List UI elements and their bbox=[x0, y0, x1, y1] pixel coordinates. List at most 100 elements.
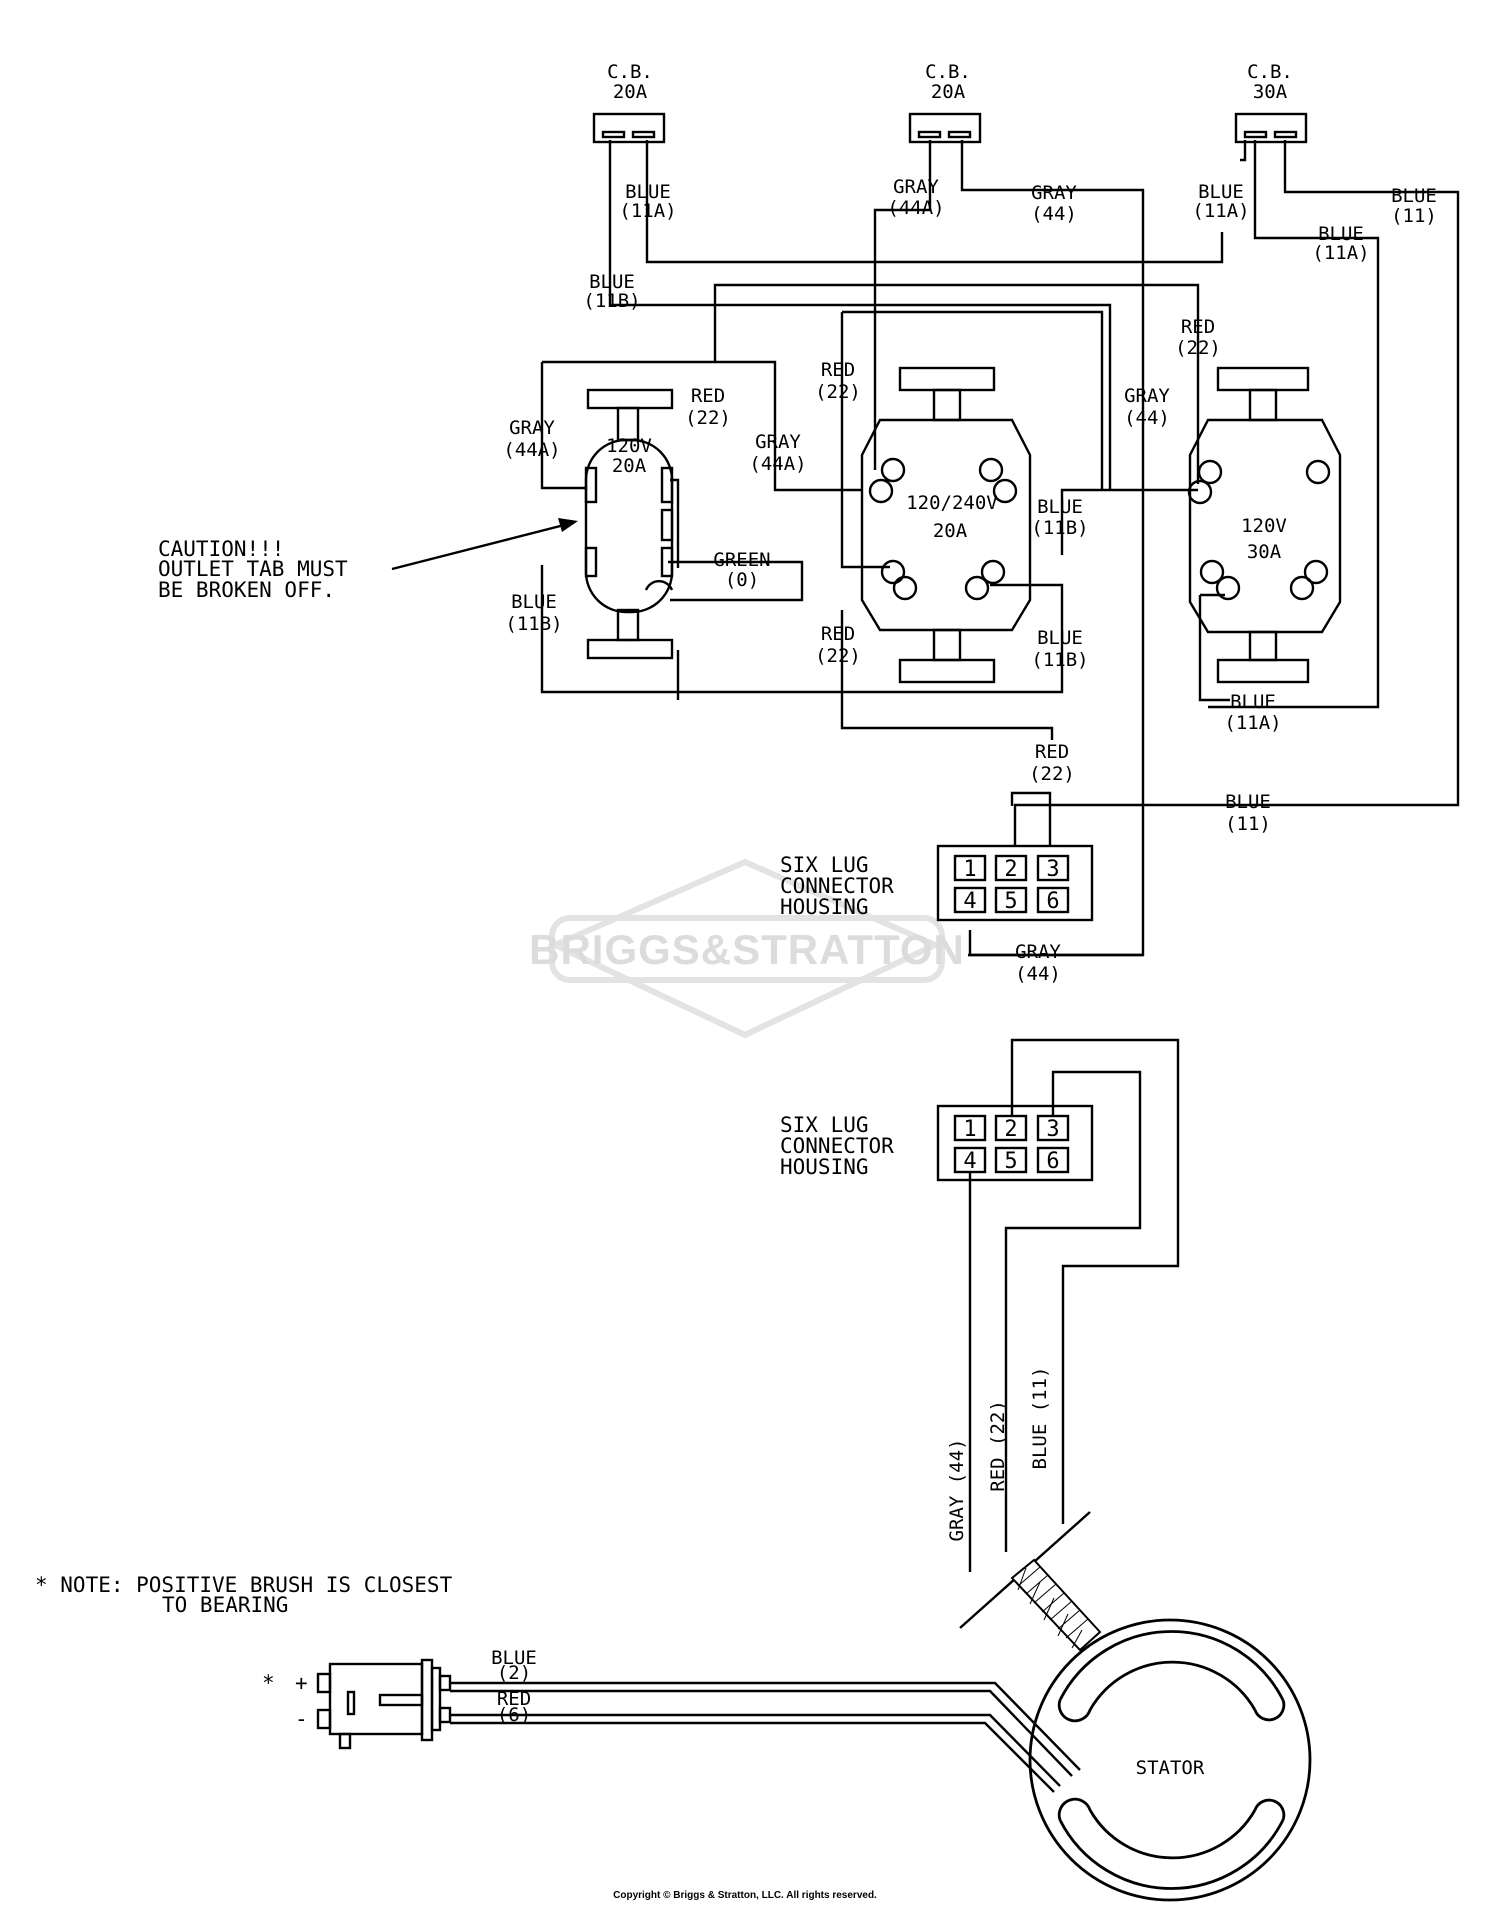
lug-number: 2 bbox=[1004, 857, 1017, 882]
outlet-left-voltage: 120V bbox=[606, 435, 652, 457]
watermark-text: BRIGGS&STRATTON bbox=[529, 926, 965, 973]
brush-minus-sign: - bbox=[295, 1707, 308, 1731]
wire-label-code: (22) bbox=[815, 381, 861, 403]
wire-label-code: (11) bbox=[1225, 813, 1271, 835]
lug-number: 4 bbox=[963, 1149, 976, 1174]
wire-label-code: (11A) bbox=[619, 200, 676, 222]
wire-label-code: (22) bbox=[815, 645, 861, 667]
wire-label-code: (44A) bbox=[887, 197, 944, 219]
wire-label-code: (44A) bbox=[749, 453, 806, 475]
breaker-3-rating: 30A bbox=[1253, 81, 1288, 103]
outlet-left-rating: 20A bbox=[612, 455, 647, 477]
wire-label-code: (44A) bbox=[503, 439, 560, 461]
stator-harness: GRAY (44) RED (22) BLUE (11) bbox=[946, 1038, 1180, 1652]
outlet-120v-20a: 120V 20A bbox=[584, 388, 674, 660]
stator-wire-label-blue: BLUE (11) bbox=[1029, 1367, 1051, 1470]
stator: STATOR bbox=[1028, 1618, 1312, 1902]
wire-label-code: (11B) bbox=[505, 613, 562, 635]
caution-line-3: BE BROKEN OFF. bbox=[158, 578, 335, 602]
arrow-head-icon bbox=[558, 518, 578, 532]
wire-label-color: RED bbox=[1181, 316, 1215, 338]
wire-label-code: (11) bbox=[1391, 205, 1437, 227]
wire-label-color: RED bbox=[1035, 741, 1069, 763]
wire-label-color: RED bbox=[821, 359, 855, 381]
outlet-right-voltage: 120V bbox=[1241, 515, 1287, 537]
wire-label-color: GRAY bbox=[1031, 182, 1077, 204]
lug-number: 1 bbox=[963, 1117, 976, 1142]
outlet-right-rating: 30A bbox=[1247, 541, 1282, 563]
wire-label-code: (22) bbox=[1175, 337, 1221, 359]
wire-label-code: (11B) bbox=[583, 290, 640, 312]
lug-number: 2 bbox=[1004, 1117, 1017, 1142]
wire-labels: BLUE (11A) BLUE (11B) GRAY (44A) GRAY (4… bbox=[503, 176, 1436, 985]
connector-label-line-2: CONNECTOR bbox=[780, 874, 894, 898]
outlet-120-240v-20a: 120/240V 20A bbox=[860, 366, 1032, 684]
wire-label-color: BLUE bbox=[1037, 627, 1083, 649]
wire-label-color: GRAY bbox=[1124, 385, 1170, 407]
wire-label-code: (22) bbox=[1029, 763, 1075, 785]
circuit-breaker-2: C.B. 20A bbox=[908, 61, 982, 144]
wire-label-code: (11A) bbox=[1224, 712, 1281, 734]
lug-number: 3 bbox=[1046, 1117, 1059, 1142]
brush-wire-label-color: RED bbox=[497, 1688, 531, 1710]
caution-line-2: OUTLET TAB MUST bbox=[158, 557, 348, 581]
wire-label-color: BLUE bbox=[511, 591, 557, 613]
brush-wire-label-color: BLUE bbox=[491, 1647, 537, 1669]
wire-label-code: (11B) bbox=[1031, 517, 1088, 539]
briggs-stratton-watermark: BRIGGS&STRATTON bbox=[529, 858, 965, 1039]
circuit-breaker-1: C.B. 20A bbox=[592, 61, 666, 144]
wire-label-code: (0) bbox=[725, 569, 759, 591]
outlet-middle-rating: 20A bbox=[933, 520, 968, 542]
brush-wire-label-code: (6) bbox=[497, 1704, 531, 1726]
wire-label-color: GRAY bbox=[893, 176, 939, 198]
wire-label-color: BLUE bbox=[1037, 496, 1083, 518]
wire-label-color: BLUE bbox=[625, 181, 671, 203]
connector-label-line-2: CONNECTOR bbox=[780, 1134, 894, 1158]
circuit-breaker-3: C.B. 30A bbox=[1234, 61, 1308, 144]
breaker-1-label: C.B. bbox=[607, 61, 653, 83]
wire-label-code: (44) bbox=[1124, 407, 1170, 429]
wire-label-color: RED bbox=[691, 385, 725, 407]
lug-number: 6 bbox=[1046, 889, 1059, 914]
lug-number: 1 bbox=[963, 857, 976, 882]
stator-label: STATOR bbox=[1136, 1757, 1205, 1779]
wire-label-code: (44) bbox=[1031, 203, 1077, 225]
note-line-2: TO BEARING bbox=[162, 1593, 288, 1617]
wire-label-color: BLUE bbox=[1230, 691, 1276, 713]
wire-label-color: BLUE bbox=[1198, 181, 1244, 203]
wire-label-color: BLUE bbox=[1225, 791, 1271, 813]
wire-label-color: GRAY bbox=[755, 431, 801, 453]
wire-label-color: RED bbox=[821, 623, 855, 645]
lug-number: 6 bbox=[1046, 1149, 1059, 1174]
six-lug-connector-upper: SIX LUG CONNECTOR HOUSING 1 2 3 4 5 6 bbox=[780, 844, 1094, 922]
lug-number: 4 bbox=[963, 889, 976, 914]
wire-label-code: (11A) bbox=[1192, 200, 1249, 222]
brush-assembly: * NOTE: POSITIVE BRUSH IS CLOSEST TO BEA… bbox=[35, 1573, 1081, 1793]
outlet-120v-30a: 120V 30A bbox=[1187, 366, 1342, 684]
wire-label-color: BLUE bbox=[1391, 185, 1437, 207]
brush-wire-label-code: (2) bbox=[497, 1662, 531, 1684]
wire-label-code: (22) bbox=[685, 407, 731, 429]
upper-wiring bbox=[540, 140, 1460, 957]
wire-label-color: BLUE bbox=[589, 271, 635, 293]
wire-label-color: GREEN bbox=[713, 549, 770, 571]
lug-number: 5 bbox=[1004, 1149, 1017, 1174]
connector-label-line-1: SIX LUG bbox=[780, 1113, 869, 1137]
wire-label-color: GRAY bbox=[509, 417, 555, 439]
lug-number: 3 bbox=[1046, 857, 1059, 882]
connector-label-line-3: HOUSING bbox=[780, 895, 869, 919]
lug-number: 5 bbox=[1004, 889, 1017, 914]
stator-wire-label-red: RED (22) bbox=[987, 1400, 1009, 1492]
brush-plus-sign: + bbox=[295, 1671, 308, 1695]
connector-label-line-1: SIX LUG bbox=[780, 853, 869, 877]
caution-note: CAUTION!!! OUTLET TAB MUST BE BROKEN OFF… bbox=[158, 518, 578, 602]
wire-label-color: GRAY bbox=[1015, 941, 1061, 963]
harness-grommet bbox=[1010, 1558, 1102, 1652]
stator-wire-label-gray: GRAY (44) bbox=[946, 1439, 968, 1542]
wire-label-code: (44) bbox=[1015, 963, 1061, 985]
copyright-text: Copyright © Briggs & Stratton, LLC. All … bbox=[613, 1890, 877, 1901]
outlet-middle-voltage: 120/240V bbox=[906, 492, 998, 514]
note-line-1: * NOTE: POSITIVE BRUSH IS CLOSEST bbox=[35, 1573, 453, 1597]
breaker-2-label: C.B. bbox=[925, 61, 971, 83]
